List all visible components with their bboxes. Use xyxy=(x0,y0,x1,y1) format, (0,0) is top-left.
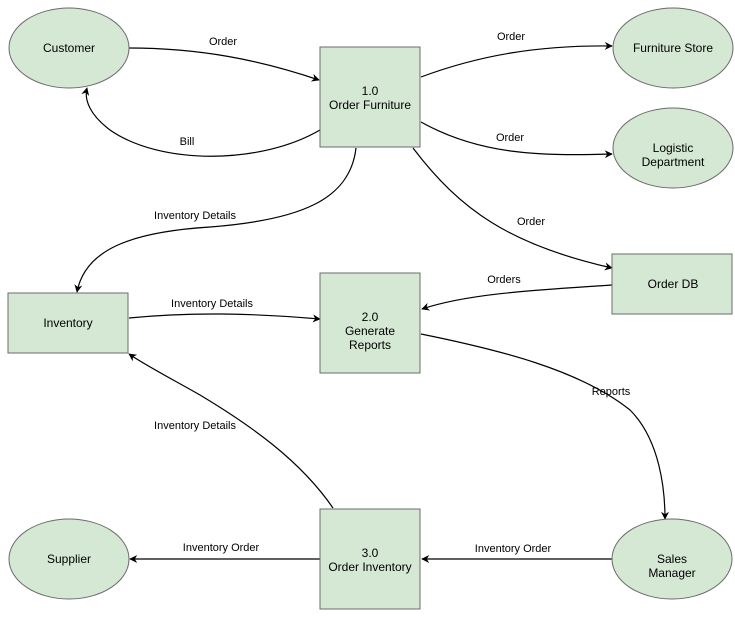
node-sales-manager[interactable]: Sales Manager xyxy=(611,518,733,600)
node-order-inventory-label-2: Order Inventory xyxy=(328,560,411,574)
node-supplier-label-1: Supplier xyxy=(47,552,91,566)
node-generate-reports[interactable]: 2.0 Generate Reports xyxy=(319,272,421,374)
nodes: Customer Furniture Store Logistic Depart… xyxy=(7,7,734,610)
node-inventory-label-1: Inventory xyxy=(43,316,92,330)
node-order-furniture-label-2: Order Furniture xyxy=(329,98,411,112)
node-order-furniture[interactable]: 1.0 Order Furniture xyxy=(319,46,421,148)
edge-bill xyxy=(81,87,321,157)
node-sales-manager-label-1: Sales xyxy=(657,552,687,566)
edge-label-reports: Reports xyxy=(592,386,631,398)
node-sales-manager-shape xyxy=(611,518,733,600)
node-logistic-department[interactable]: Logistic Department xyxy=(612,107,734,189)
node-generate-reports-label-3: Reports xyxy=(349,338,391,352)
edge-inventory-details-from-order-inventory xyxy=(128,353,334,509)
edge-label-customer-order: Order xyxy=(209,36,237,48)
edge-label-inventory-details-to-reports: Inventory Details xyxy=(171,298,253,310)
node-supplier-shape xyxy=(8,518,130,600)
node-order-inventory[interactable]: 3.0 Order Inventory xyxy=(319,508,421,610)
node-customer[interactable]: Customer xyxy=(8,7,130,89)
edge-label-orders-to-reports: Orders xyxy=(487,274,521,286)
node-generate-reports-label-1: 2.0 xyxy=(362,310,379,324)
edge-inventory-details-to-reports xyxy=(128,313,321,323)
node-customer-shape xyxy=(8,7,130,89)
node-supplier[interactable]: Supplier xyxy=(8,518,130,600)
node-order-inventory-shape xyxy=(319,508,421,610)
node-order-furniture-shape xyxy=(319,46,421,148)
edges xyxy=(74,41,669,563)
edge-furniture-store-order xyxy=(420,41,613,78)
edge-label-inventory-details-to-inventory: Inventory Details xyxy=(154,210,236,222)
edge-orders-to-reports xyxy=(421,284,613,311)
node-furniture-store-label-1: Furniture Store xyxy=(633,41,713,55)
node-customer-label-1: Customer xyxy=(43,41,95,55)
edge-label-furniture-store-order: Order xyxy=(497,31,525,43)
edge-label-sales-inventory-order: Inventory Order xyxy=(475,543,552,555)
node-generate-reports-shape xyxy=(319,272,421,374)
edge-label-logistic-order: Order xyxy=(496,132,524,144)
node-order-furniture-label-1: 1.0 xyxy=(362,84,379,98)
edge-labels: Order Bill Order Order Order Inventory D… xyxy=(154,31,631,555)
edge-logistic-order xyxy=(420,121,613,159)
node-furniture-store[interactable]: Furniture Store xyxy=(612,7,734,89)
node-furniture-store-shape xyxy=(612,7,734,89)
node-logistic-department-shape xyxy=(612,107,734,189)
node-inventory[interactable]: Inventory xyxy=(7,292,129,354)
edge-order-db-order xyxy=(412,147,613,271)
node-logistic-department-label-2: Department xyxy=(642,155,705,169)
node-inventory-shape xyxy=(7,292,129,354)
edge-inventory-details-to-inventory xyxy=(74,147,357,293)
edge-label-bill: Bill xyxy=(180,136,195,148)
node-order-db-shape xyxy=(611,253,733,315)
edge-label-supplier-inventory-order: Inventory Order xyxy=(183,542,260,554)
edge-customer-order xyxy=(128,47,320,82)
node-order-db-label-1: Order DB xyxy=(648,277,699,291)
node-logistic-department-label-1: Logistic xyxy=(653,141,694,155)
node-order-db[interactable]: Order DB xyxy=(611,253,733,315)
node-sales-manager-label-2: Manager xyxy=(648,566,695,580)
edge-label-inventory-details-from-order-inventory: Inventory Details xyxy=(154,420,236,432)
edge-reports xyxy=(420,333,669,520)
node-order-inventory-label-1: 3.0 xyxy=(362,546,379,560)
node-generate-reports-label-2: Generate xyxy=(345,324,395,338)
edge-label-order-db-order: Order xyxy=(517,216,545,228)
